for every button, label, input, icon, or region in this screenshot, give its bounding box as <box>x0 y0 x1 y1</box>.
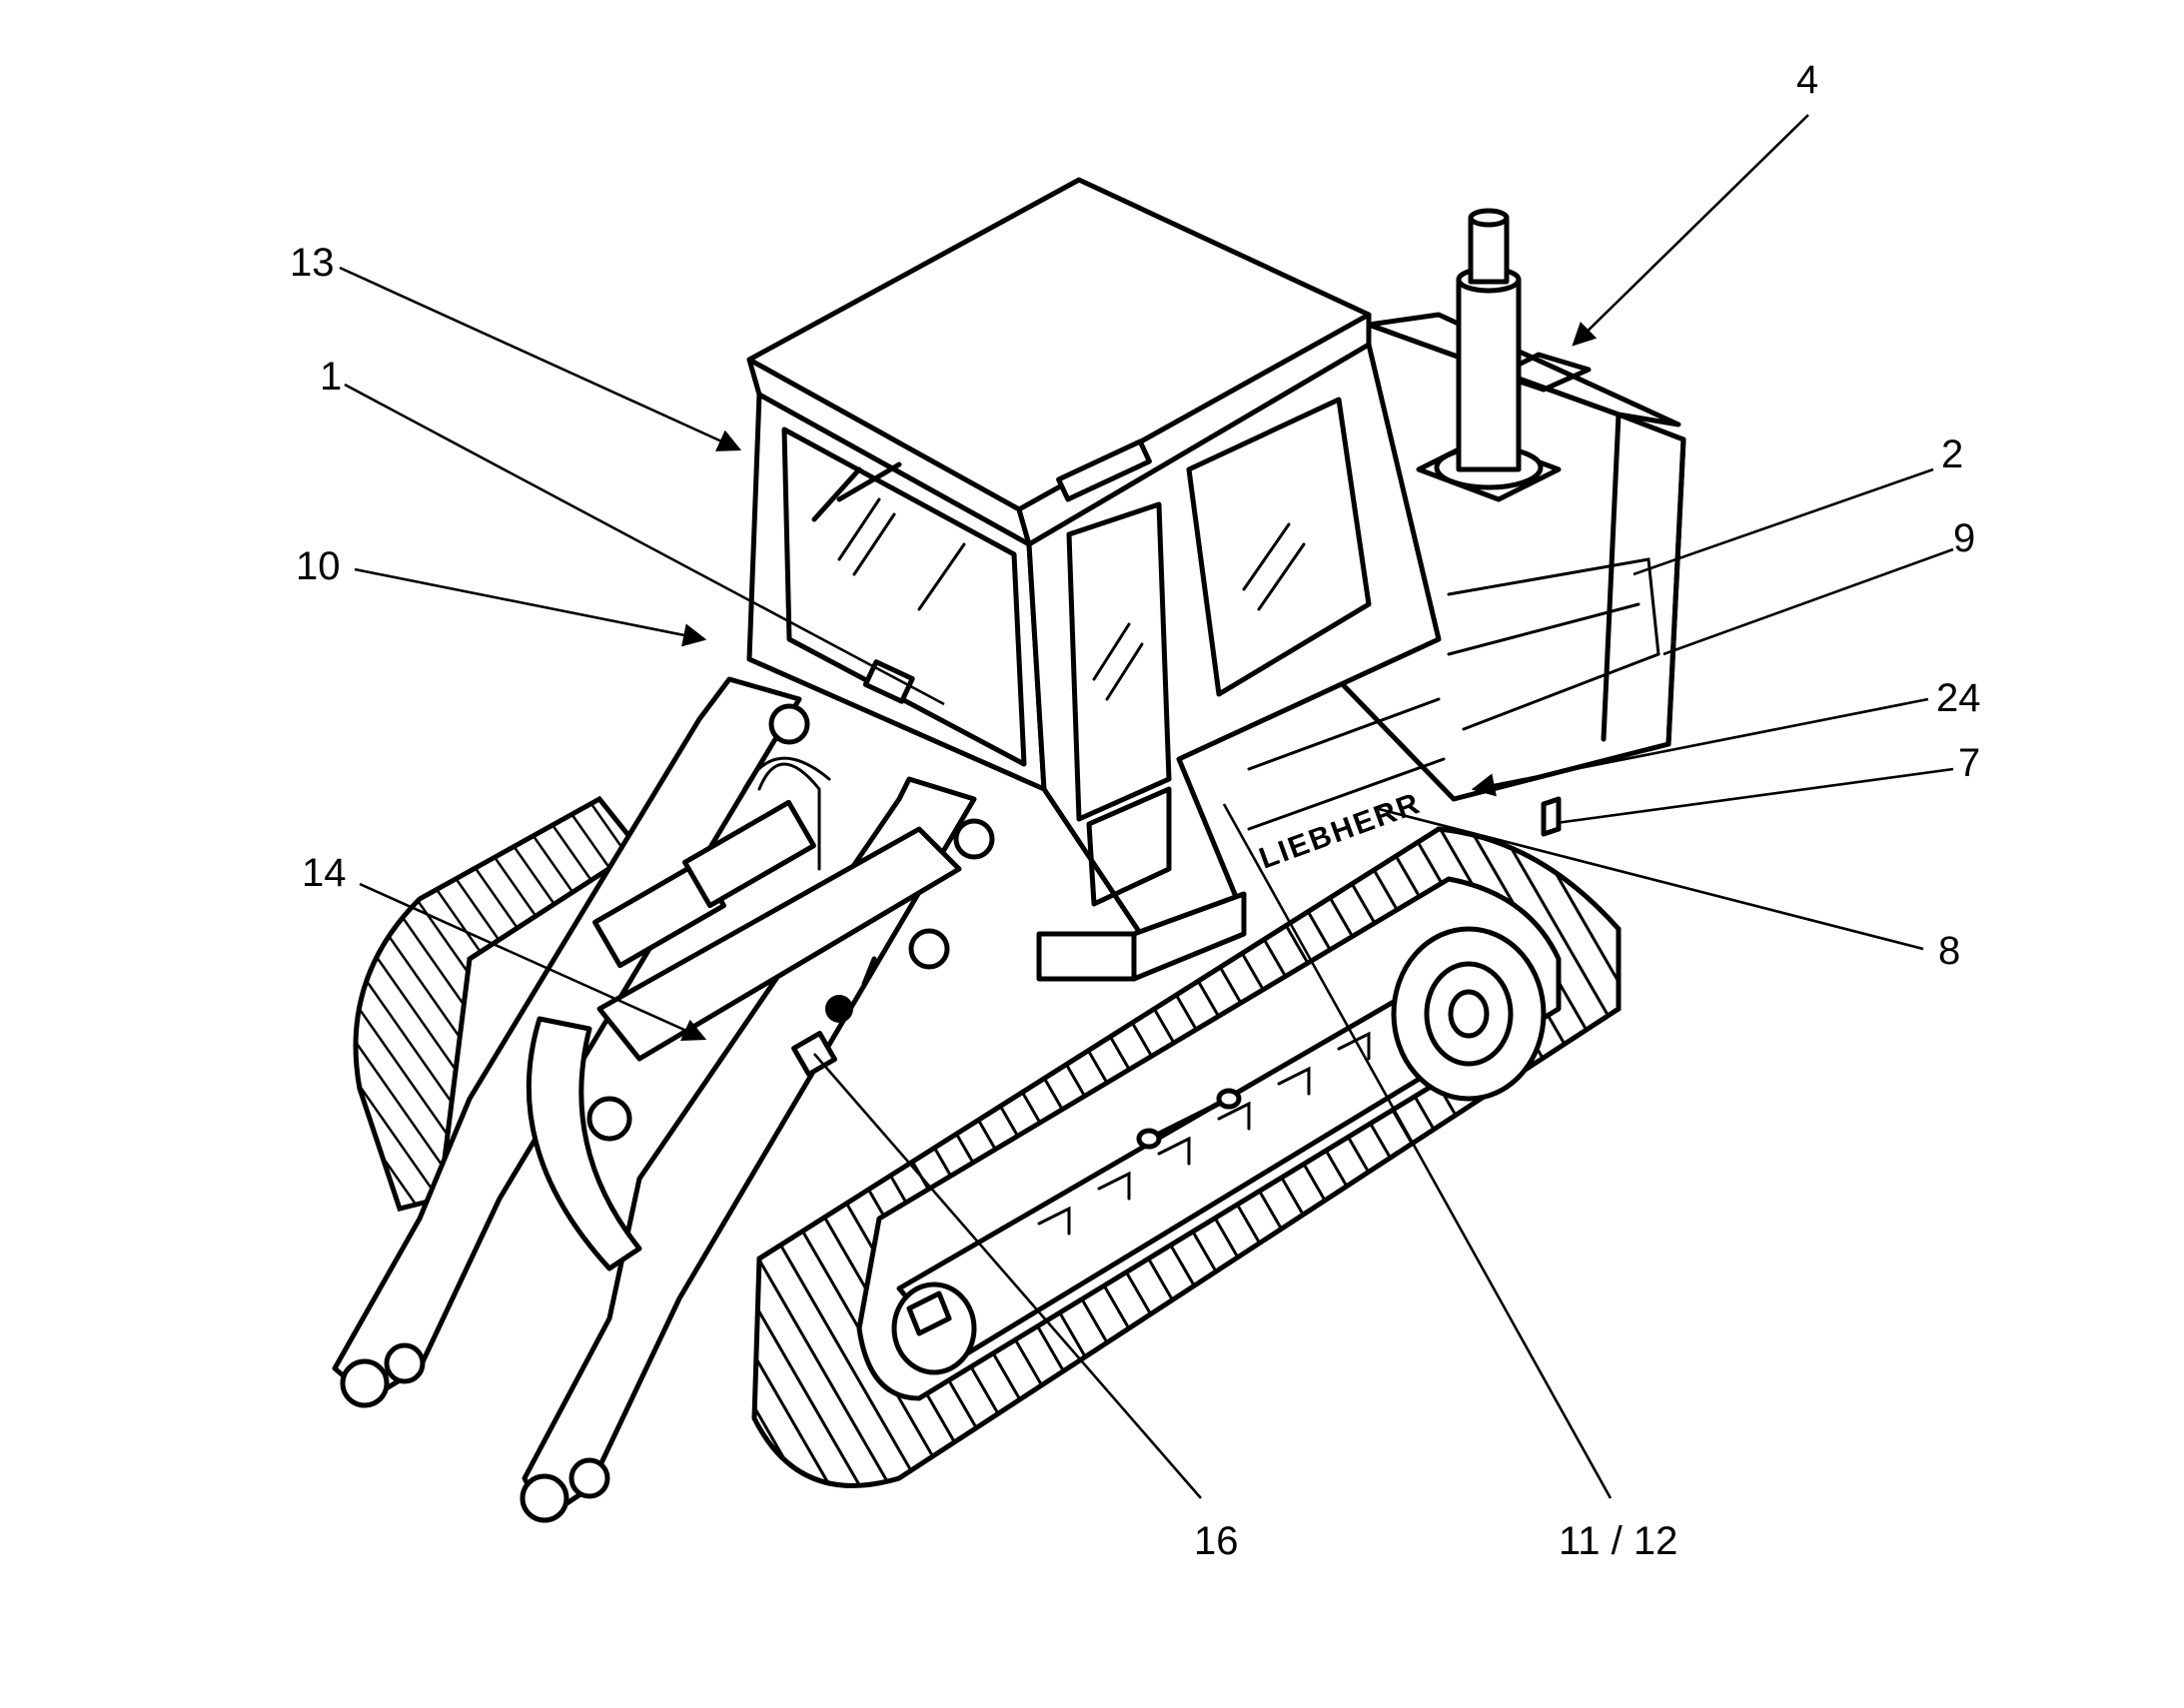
loader-arms <box>332 676 995 1523</box>
callout-1: 1 <box>320 355 342 399</box>
callout-9: 9 <box>1953 516 1975 560</box>
callout-14: 14 <box>302 851 347 895</box>
cab: LIEBHERR <box>746 177 1446 982</box>
callout-4: 4 <box>1796 58 1818 102</box>
exhaust-stack <box>1434 208 1544 490</box>
callout-13: 13 <box>290 241 335 285</box>
callout-24: 24 <box>1936 676 1981 720</box>
callout-16: 16 <box>1194 1519 1239 1563</box>
callout-2: 2 <box>1941 432 1963 476</box>
leader-lines <box>339 114 1954 1499</box>
right-track <box>751 826 1622 1488</box>
callout-10: 10 <box>296 544 341 588</box>
callout-7: 7 <box>1958 741 1980 785</box>
callout-11-12: 11 / 12 <box>1559 1519 1677 1563</box>
callout-8: 8 <box>1938 929 1960 973</box>
callout-labels: 4 13 1 2 9 10 24 7 14 8 16 11 / 12 <box>290 58 1981 1563</box>
